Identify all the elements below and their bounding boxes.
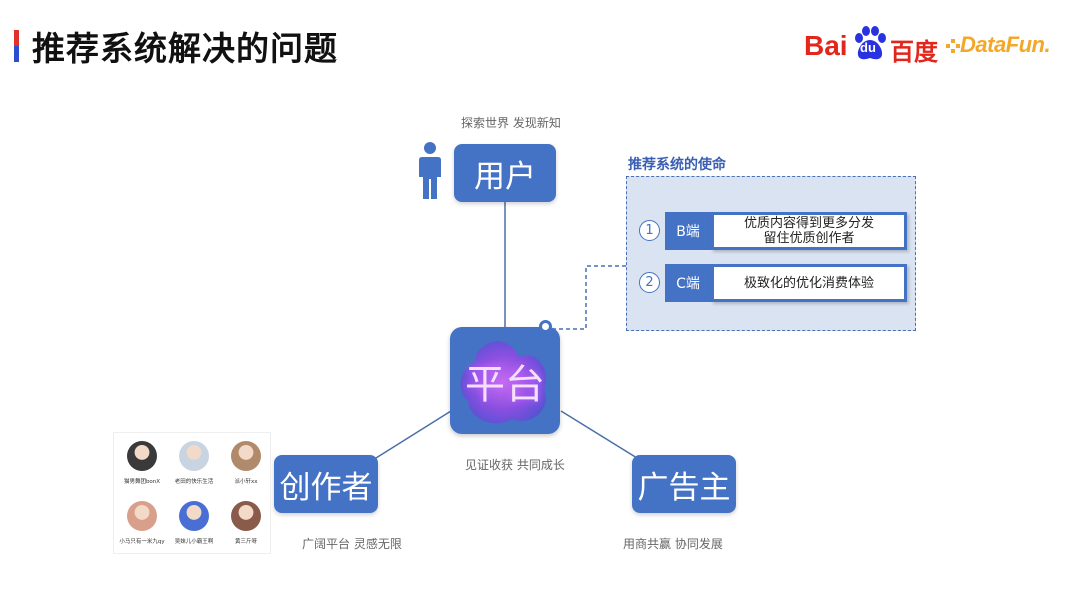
creator-name: 吴妹儿小霸王啊	[174, 539, 214, 545]
avatar	[231, 501, 261, 531]
creator-name: 猫男舞团bonX	[123, 479, 161, 485]
creator-caption: 广阔平台 灵感无限	[302, 537, 402, 551]
mission-item: 2 C端 极致化的优化消费体验	[639, 263, 907, 303]
mission-item-segment: B端	[665, 212, 711, 250]
mission-item-text: 极致化的优化消费体验	[711, 264, 907, 302]
mission-panel: 1 B端 优质内容得到更多分发 留住优质创作者 2 C端 极致化的优化消费体验	[626, 176, 916, 331]
platform-connector-dot	[539, 320, 552, 333]
user-caption: 探索世界 发现新知	[461, 116, 561, 130]
datafun-mark-icon	[946, 39, 960, 53]
creator-name: 老田的快乐生活	[174, 479, 214, 485]
creator-avatar: 小马只有一米九qy	[116, 497, 168, 555]
creator-name: 小马只有一米九qy	[119, 539, 165, 545]
mission-item-text-line: 优质内容得到更多分发	[743, 216, 874, 231]
baidu-logo-cn: 百度	[890, 38, 938, 66]
person-icon	[419, 142, 441, 199]
datafun-logo: DataFun.	[944, 28, 1070, 64]
baidu-paw-icon	[855, 26, 886, 60]
line-creator-platform	[375, 410, 452, 459]
mission-item-text-line: 极致化的优化消费体验	[743, 275, 874, 291]
mission-item-segment: C端	[665, 264, 711, 302]
page-title: 推荐系统解决的问题	[32, 29, 338, 68]
creator-avatar: 老田的快乐生活	[168, 437, 220, 495]
datafun-logo-text: DataFun.	[960, 32, 1051, 57]
baidu-logo: Bai du 百度	[804, 26, 938, 66]
platform-node: 平台	[450, 327, 560, 434]
line-advertiser-platform	[560, 410, 638, 459]
creator-avatar: 黄三斤呀	[220, 497, 272, 555]
platform-label: 平台	[465, 361, 545, 408]
mission-item-number: 1	[639, 220, 660, 241]
platform-glow-icon	[460, 341, 547, 424]
avatar	[127, 441, 157, 471]
mission-item-number: 2	[639, 272, 660, 293]
mission-item-text-line: 留住优质创作者	[763, 231, 855, 246]
creator-name: 黄三斤呀	[234, 539, 257, 545]
creator-avatar: 派小轩xx	[220, 437, 272, 495]
avatar	[231, 441, 261, 471]
creator-avatar: 吴妹儿小霸王啊	[168, 497, 220, 555]
baidu-logo-latin: Bai	[804, 30, 848, 61]
advertiser-caption: 用商共赢 协同发展	[623, 537, 723, 551]
advertiser-node: 广告主	[632, 455, 736, 513]
baidu-logo-du: du	[860, 40, 876, 55]
creator-node: 创作者	[274, 455, 378, 513]
avatar	[127, 501, 157, 531]
user-node: 用户	[454, 144, 556, 202]
mission-item-text: 优质内容得到更多分发 留住优质创作者	[711, 212, 907, 250]
creator-avatar-grid: 猫男舞团bonX 老田的快乐生活 派小轩xx 小马只有一米九qy 吴妹儿小霸王啊…	[113, 432, 271, 554]
mission-title: 推荐系统的使命	[628, 157, 726, 173]
mission-callout-line	[552, 265, 626, 330]
avatar	[179, 441, 209, 471]
avatar	[179, 501, 209, 531]
mission-item: 1 B端 优质内容得到更多分发 留住优质创作者	[639, 211, 907, 251]
creator-avatar: 猫男舞团bonX	[116, 437, 168, 495]
title-accent-bar	[14, 30, 19, 62]
platform-caption: 见证收获 共同成长	[465, 458, 565, 472]
creator-name: 派小轩xx	[234, 479, 258, 485]
